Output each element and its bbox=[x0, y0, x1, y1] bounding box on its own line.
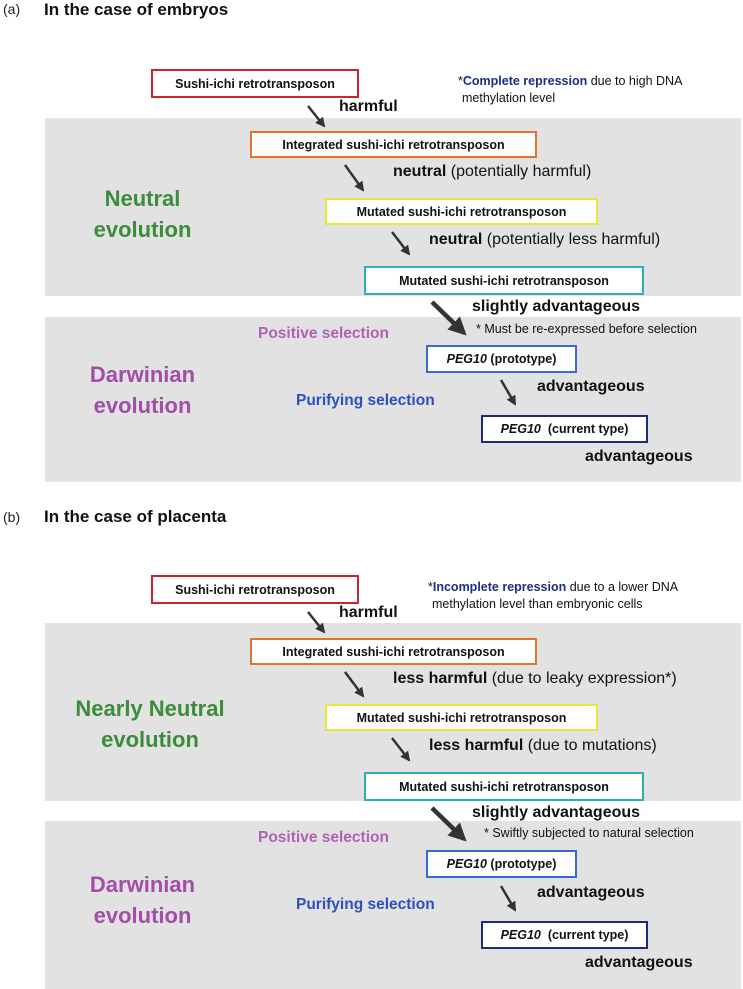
band-label-line1: Darwinian bbox=[89, 872, 196, 897]
label-step2-rest: (potentially harmful) bbox=[446, 163, 592, 180]
label-step3: less harmful (due to mutations) bbox=[429, 737, 657, 755]
arrow-sushi-to-integrated bbox=[307, 611, 326, 634]
note-bold: Complete repression bbox=[462, 74, 588, 88]
label-advantageous-2: advantageous bbox=[585, 448, 693, 465]
lower-band bbox=[45, 317, 741, 482]
note-selection: * Swiftly subjected to natural selection bbox=[484, 826, 694, 840]
note-selection: * Must be re-expressed before selection bbox=[476, 322, 697, 336]
arrow-integrated-to-mutated-1 bbox=[343, 164, 365, 192]
nearly-neutral-evolution-label: Nearly Neutral evolution bbox=[45, 693, 255, 755]
node-sushi-ichi: Sushi-ichi retrotransposon bbox=[151, 69, 359, 98]
node-suffix: (current type) bbox=[540, 928, 629, 942]
node-mutated-1: Mutated sushi-ichi retrotransposon bbox=[325, 198, 598, 225]
panel-title: In the case of embryos bbox=[44, 0, 229, 19]
gene-name: PEG10 bbox=[446, 857, 487, 871]
node-suffix: (current type) bbox=[540, 422, 629, 436]
band-label-line1: Neutral bbox=[104, 186, 181, 211]
node-suffix: (prototype) bbox=[486, 352, 557, 366]
arrow-mutated-1-to-mutated-2 bbox=[391, 737, 411, 762]
node-suffix: (prototype) bbox=[486, 857, 557, 871]
gene-name: PEG10 bbox=[500, 928, 541, 942]
positive-selection-label: Positive selection bbox=[258, 829, 389, 846]
arrow-mutated-2-to-peg10-prototype bbox=[430, 806, 467, 842]
band-label-line1: Darwinian bbox=[89, 362, 196, 387]
note-bold: Incomplete repression bbox=[432, 580, 567, 594]
label-slightly-advantageous: slightly advantageous bbox=[472, 298, 641, 315]
note-repression: *Complete repression due to high DNA met… bbox=[458, 73, 682, 107]
label-advantageous-2: advantageous bbox=[585, 954, 693, 971]
band-label-line2: evolution bbox=[101, 727, 199, 752]
node-mutated-2: Mutated sushi-ichi retrotransposon bbox=[364, 772, 644, 801]
band-label-line2: evolution bbox=[93, 217, 192, 242]
label-slightly-advantageous: slightly advantageous bbox=[472, 804, 641, 821]
note-repression: *Incomplete repression due to a lower DN… bbox=[428, 579, 678, 613]
panel-label: (a) bbox=[3, 1, 21, 17]
label-step2: less harmful (due to leaky expression*) bbox=[393, 670, 677, 688]
label-step3-rest: (due to mutations) bbox=[523, 737, 657, 754]
label-harmful: harmful bbox=[339, 98, 398, 115]
gene-name: PEG10 bbox=[446, 352, 487, 366]
gene-name: PEG10 bbox=[500, 422, 541, 436]
label-step2-rest: (due to leaky expression*) bbox=[487, 670, 677, 687]
label-harmful: harmful bbox=[339, 604, 398, 621]
node-integrated: Integrated sushi-ichi retrotransposon bbox=[250, 131, 537, 158]
positive-selection-label: Positive selection bbox=[258, 325, 389, 342]
darwinian-evolution-label: Darwinian evolution bbox=[45, 869, 240, 931]
label-step2: neutral (potentially harmful) bbox=[393, 163, 591, 181]
label-step3-bold: less harmful bbox=[429, 737, 524, 754]
arrow-mutated-1-to-mutated-2 bbox=[391, 231, 411, 256]
label-advantageous-1: advantageous bbox=[537, 884, 645, 901]
darwinian-evolution-label: Darwinian evolution bbox=[45, 359, 240, 421]
node-peg10-current: PEG10 (current type) bbox=[481, 415, 648, 443]
note-rest: due to a lower DNA bbox=[566, 580, 679, 594]
label-advantageous-1: advantageous bbox=[537, 378, 645, 395]
panel-title: In the case of placenta bbox=[44, 507, 227, 526]
node-peg10-prototype: PEG10 (prototype) bbox=[426, 345, 577, 373]
note-rest: due to high DNA bbox=[587, 74, 683, 88]
note-star: * bbox=[428, 580, 433, 594]
band-label-line2: evolution bbox=[93, 903, 192, 928]
node-mutated-1: Mutated sushi-ichi retrotransposon bbox=[325, 704, 598, 731]
arrow-prototype-to-current bbox=[499, 885, 517, 912]
node-integrated: Integrated sushi-ichi retrotransposon bbox=[250, 638, 537, 665]
note-line2: methylation level than embryonic cells bbox=[432, 597, 643, 611]
label-step2-bold: less harmful bbox=[393, 670, 488, 687]
label-step2-bold: neutral bbox=[393, 163, 447, 180]
label-step3-rest: (potentially less harmful) bbox=[482, 231, 661, 248]
band-label-line2: evolution bbox=[93, 393, 192, 418]
purifying-selection-label: Purifying selection bbox=[296, 896, 435, 913]
neutral-evolution-label: Neutral evolution bbox=[45, 183, 240, 245]
node-peg10-current: PEG10 (current type) bbox=[481, 921, 648, 949]
lower-band bbox=[45, 821, 741, 989]
arrow-sushi-to-integrated bbox=[307, 105, 326, 128]
label-step3-bold: neutral bbox=[429, 231, 483, 248]
note-star: * bbox=[458, 74, 463, 88]
arrow-integrated-to-mutated-1 bbox=[344, 671, 365, 698]
node-mutated-2: Mutated sushi-ichi retrotransposon bbox=[364, 266, 644, 295]
arrow-mutated-2-to-peg10-prototype bbox=[430, 300, 467, 336]
note-line2: methylation level bbox=[462, 91, 556, 105]
node-sushi-ichi: Sushi-ichi retrotransposon bbox=[151, 575, 359, 604]
purifying-selection-label: Purifying selection bbox=[296, 392, 435, 409]
band-label-line1: Nearly Neutral bbox=[75, 696, 225, 721]
panel-label: (b) bbox=[3, 509, 21, 525]
node-peg10-prototype: PEG10 (prototype) bbox=[426, 850, 577, 878]
label-step3: neutral (potentially less harmful) bbox=[429, 231, 660, 249]
arrow-prototype-to-current bbox=[499, 379, 517, 406]
